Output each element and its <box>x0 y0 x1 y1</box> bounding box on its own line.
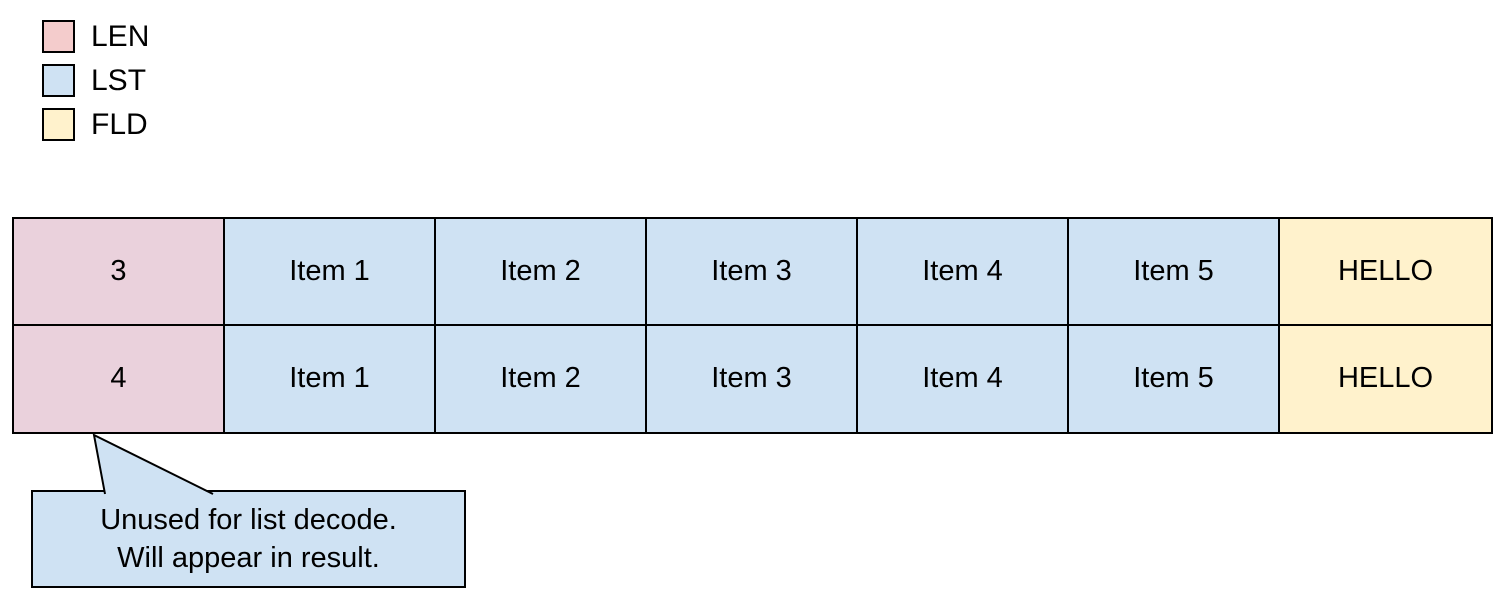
fld-swatch-icon <box>42 108 75 141</box>
list-item-cell: Item 1 <box>225 219 436 326</box>
list-item-cell: Item 5 <box>1069 325 1280 432</box>
legend-item-lst: LST <box>42 64 149 97</box>
legend-item-len: LEN <box>42 20 149 53</box>
legend: LEN LST FLD <box>42 20 149 152</box>
list-item-cell: Item 3 <box>647 219 858 326</box>
callout-line: Unused for list decode. <box>100 504 397 536</box>
list-item-cell: Item 5 <box>1069 219 1280 326</box>
list-item-cell: Item 4 <box>858 219 1069 326</box>
len-cell: 4 <box>14 325 225 432</box>
len-cell: 3 <box>14 219 225 326</box>
list-item-cell: Item 2 <box>436 325 647 432</box>
list-item-cell: Item 2 <box>436 219 647 326</box>
len-swatch-icon <box>42 20 75 53</box>
list-item-cell: Item 3 <box>647 325 858 432</box>
callout-line: Will appear in result. <box>117 542 380 574</box>
callout-tail-icon <box>92 433 214 495</box>
callout-bubble: Unused for list decode. Will appear in r… <box>31 490 466 588</box>
legend-label-fld: FLD <box>91 108 148 141</box>
decode-table: 3 Item 1 Item 2 Item 3 Item 4 Item 5 HEL… <box>12 217 1493 434</box>
field-cell: HELLO <box>1280 325 1491 432</box>
lst-swatch-icon <box>42 64 75 97</box>
list-item-cell: Item 4 <box>858 325 1069 432</box>
legend-item-fld: FLD <box>42 108 149 141</box>
field-cell: HELLO <box>1280 219 1491 326</box>
list-item-cell: Item 1 <box>225 325 436 432</box>
legend-label-len: LEN <box>91 20 150 53</box>
legend-label-lst: LST <box>91 64 147 97</box>
